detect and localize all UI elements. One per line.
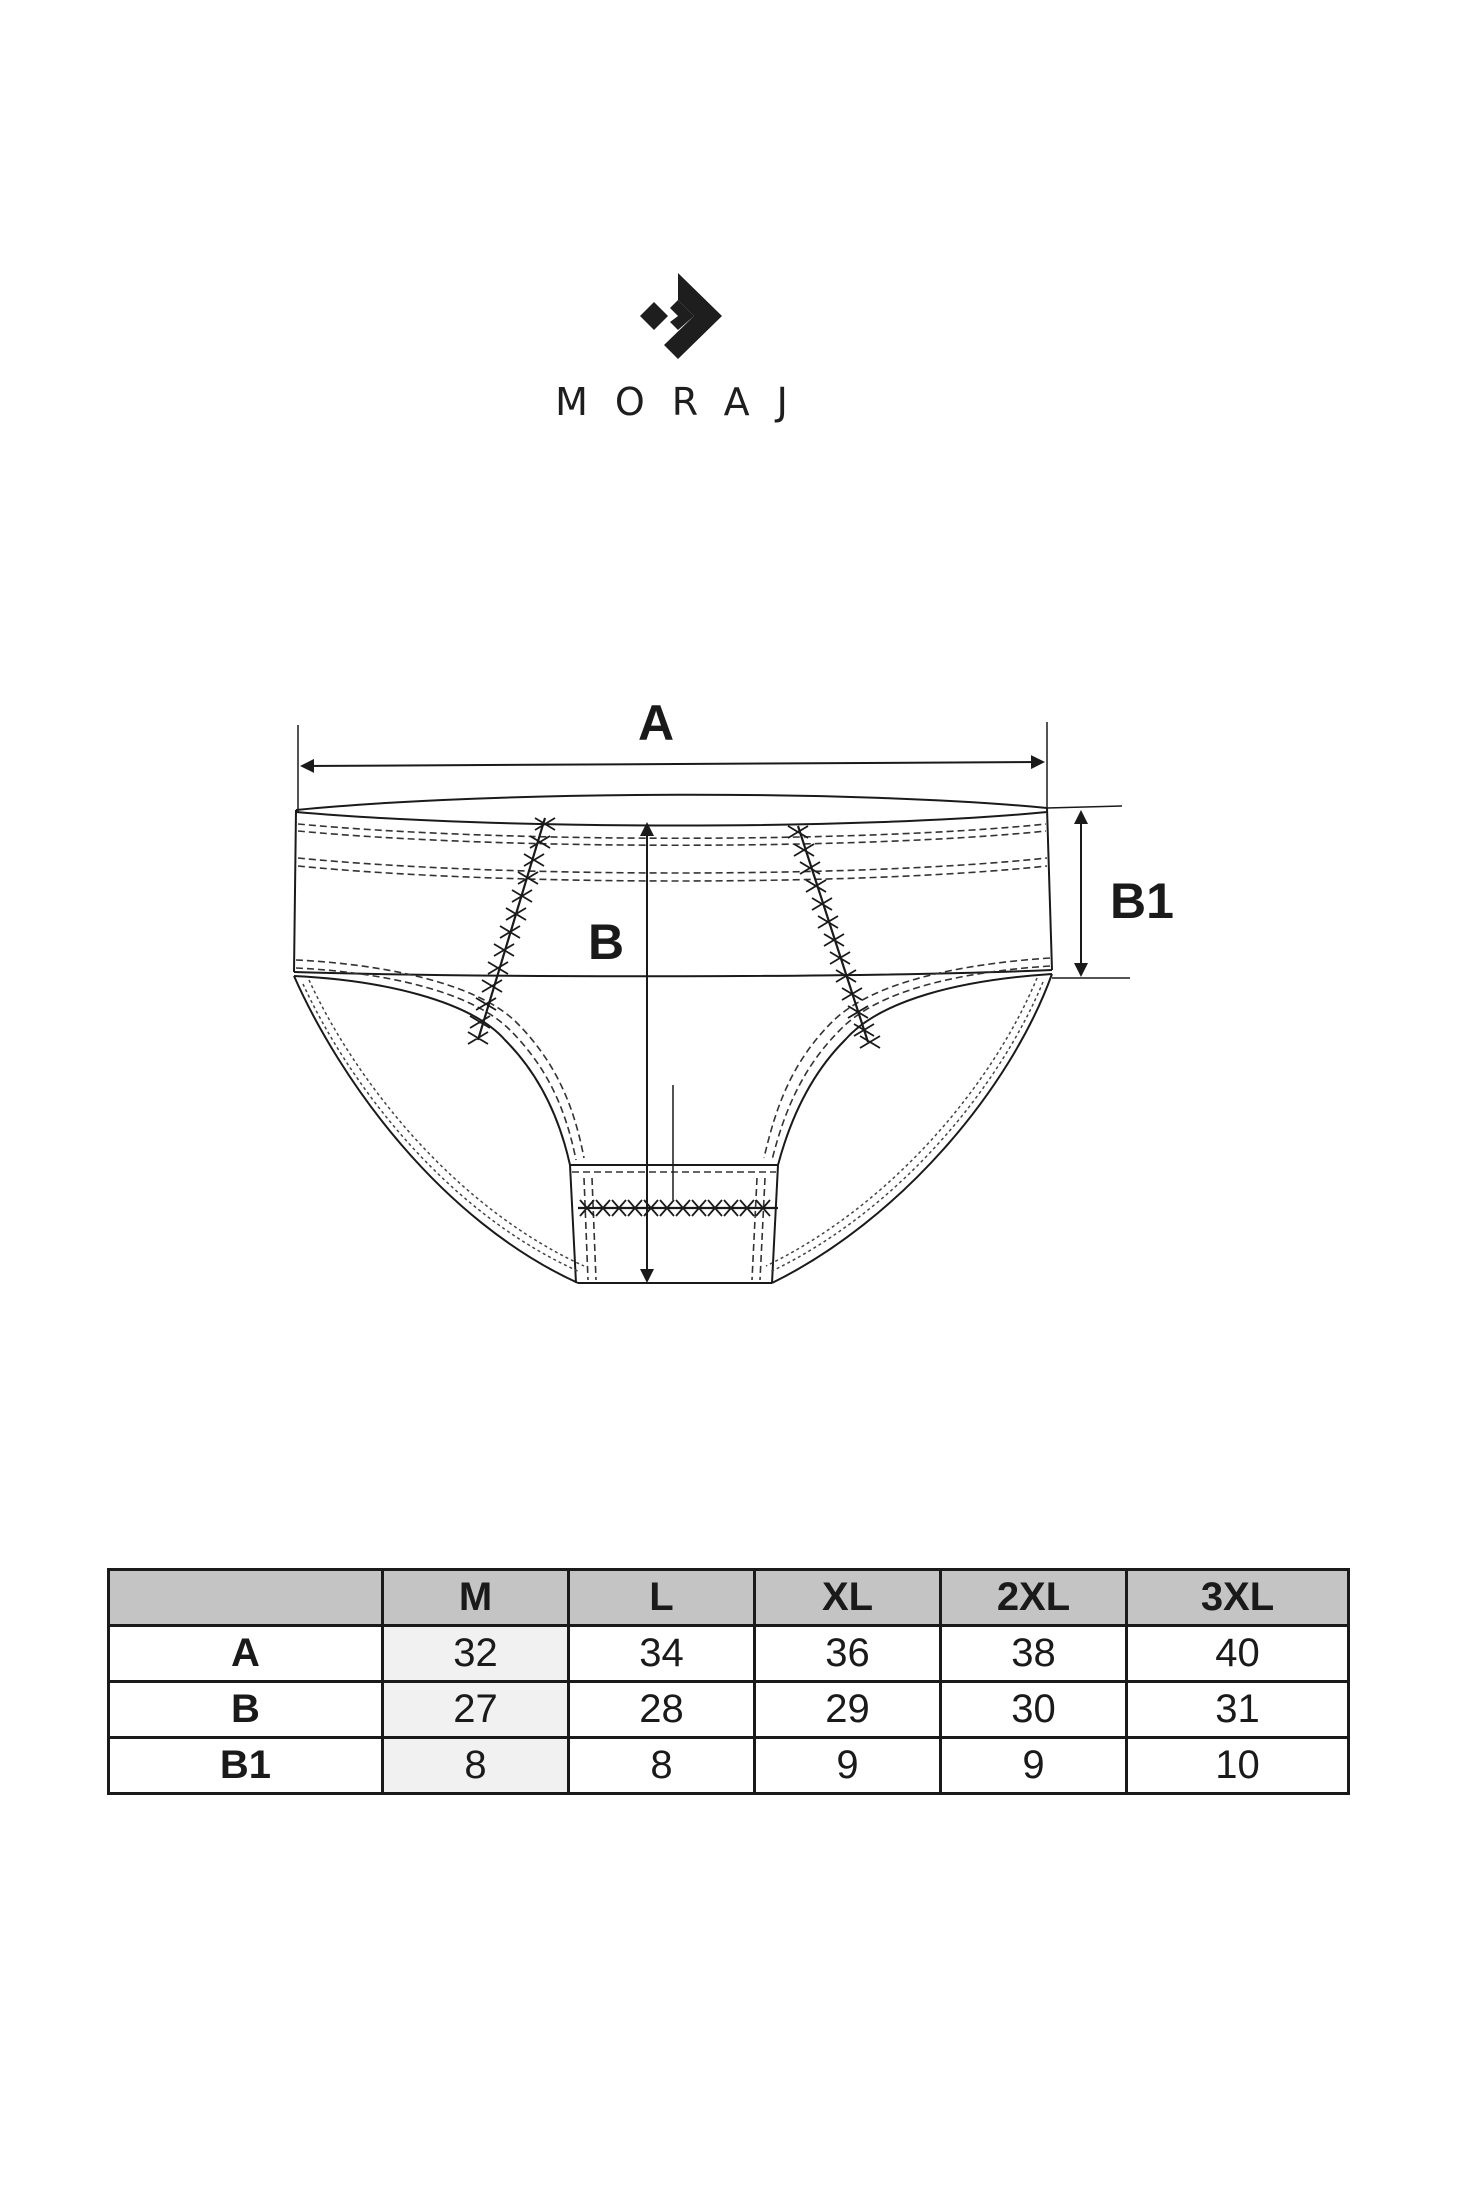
table-cell: 8 [381, 1736, 570, 1795]
table-cell: 29 [753, 1680, 942, 1739]
table-header-cell: 3XL [1125, 1568, 1350, 1627]
table-cell: 30 [939, 1680, 1128, 1739]
table-cell: 9 [939, 1736, 1128, 1795]
table-row: A 32 34 36 38 40 [107, 1624, 1350, 1683]
briefs-diagram-icon [293, 722, 1130, 1284]
table-cell: 27 [381, 1680, 570, 1739]
table-header-cell: M [381, 1568, 570, 1627]
table-row: B 27 28 29 30 31 [107, 1680, 1350, 1739]
table-cell: 38 [939, 1624, 1128, 1683]
table-header-cell: XL [753, 1568, 942, 1627]
table-header-cell: 2XL [939, 1568, 1128, 1627]
dimension-label-a: A [638, 695, 675, 751]
brand-wordmark: MORAJ [555, 380, 815, 424]
moraj-logo-icon [640, 273, 722, 359]
size-chart-table: M L XL 2XL 3XL A 32 34 36 38 40 B 27 28 … [107, 1568, 1350, 1795]
table-header-cell: L [567, 1568, 756, 1627]
row-label: B [107, 1680, 384, 1739]
table-header-cell [107, 1568, 384, 1627]
table-cell: 34 [567, 1624, 756, 1683]
dimension-label-b: B [588, 914, 625, 970]
table-cell: 36 [753, 1624, 942, 1683]
table-header-row: M L XL 2XL 3XL [107, 1568, 1350, 1627]
row-label: B1 [107, 1736, 384, 1795]
table-cell: 40 [1125, 1624, 1350, 1683]
table-cell: 10 [1125, 1736, 1350, 1795]
table-cell: 28 [567, 1680, 756, 1739]
table-cell: 8 [567, 1736, 756, 1795]
table-cell: 31 [1125, 1680, 1350, 1739]
table-row: B1 8 8 9 9 10 [107, 1736, 1350, 1795]
table-cell: 32 [381, 1624, 570, 1683]
table-cell: 9 [753, 1736, 942, 1795]
dimension-label-b1: B1 [1110, 873, 1174, 929]
row-label: A [107, 1624, 384, 1683]
